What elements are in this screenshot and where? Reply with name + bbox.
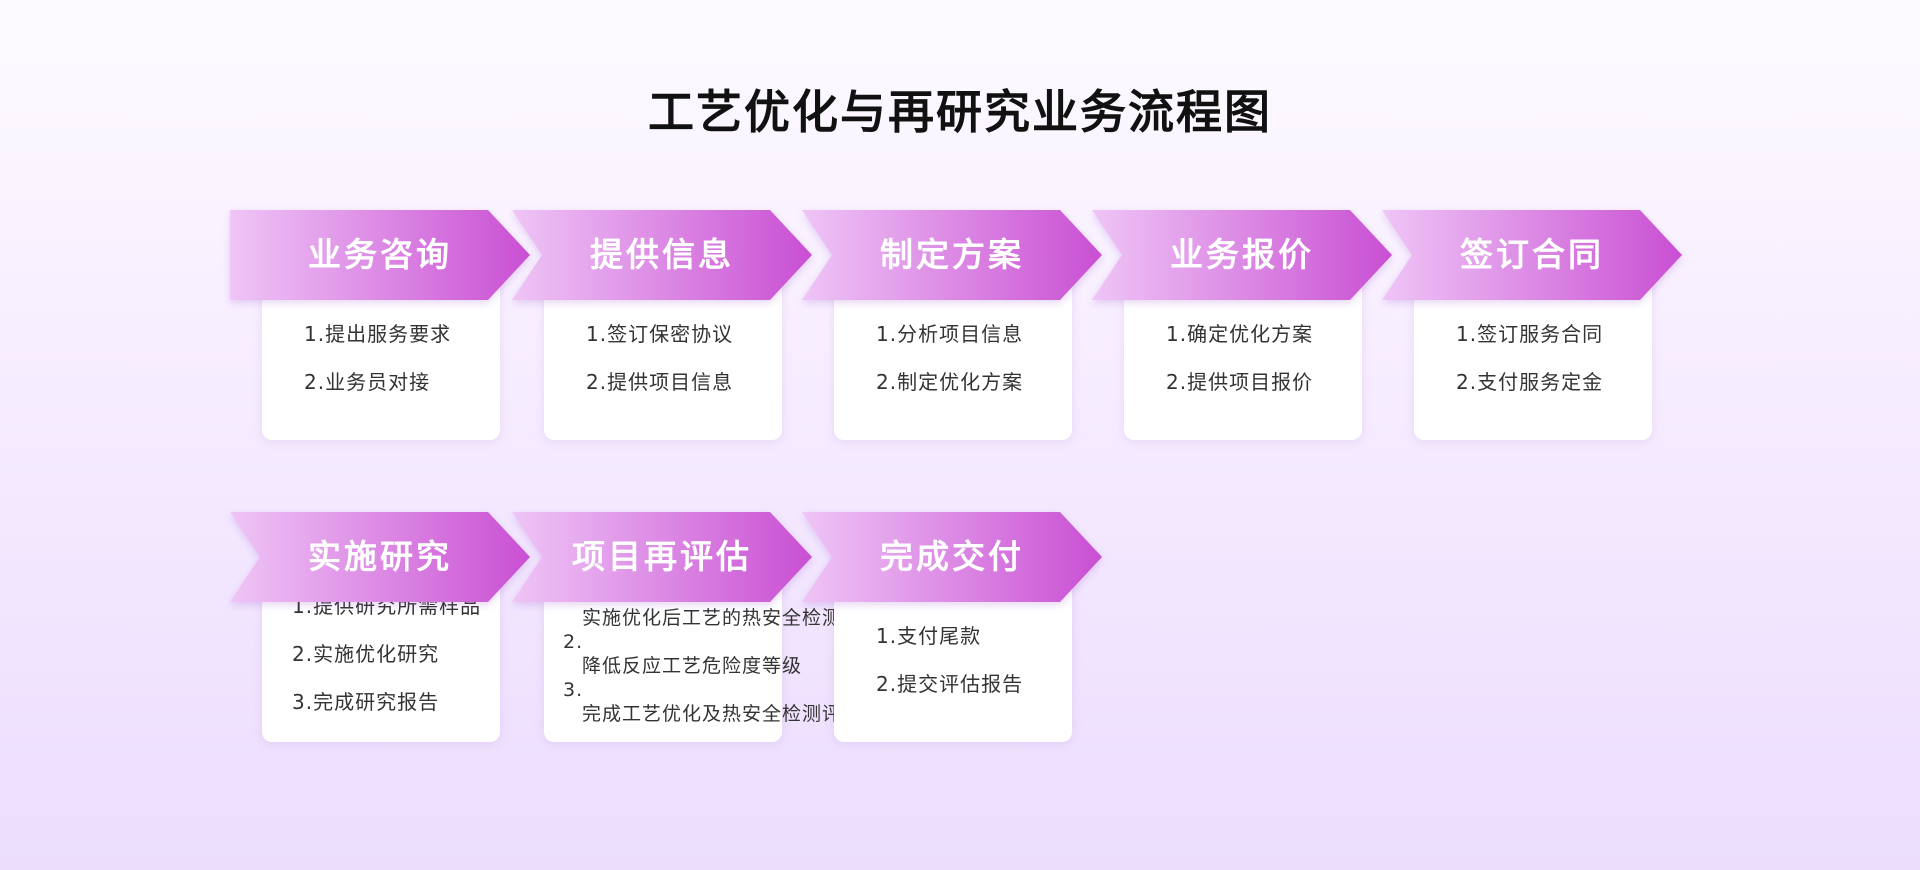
step-item: 1.分析项目信息 <box>876 322 1024 346</box>
step-item: 2.支付服务定金 <box>1456 370 1604 394</box>
step-label: 制定方案 <box>880 235 1024 274</box>
step-item: 3.完成工艺优化及热安全检测评估报告 <box>563 679 903 725</box>
step-banner: 项目再评估 <box>512 512 812 602</box>
step-label: 项目再评估 <box>572 537 752 576</box>
step-item: 2.业务员对接 <box>304 370 431 394</box>
step-item: 2.实施优化研究 <box>292 642 440 666</box>
step-item: 2.提供项目报价 <box>1166 370 1314 394</box>
step-implement-research: 1.提供研究所需样品 2.实施优化研究 3.完成研究报告 实施研究 <box>230 512 530 742</box>
step-provide-info: 1.签订保密协议 2.提供项目信息 提供信息 <box>512 210 812 440</box>
step-project-reassess: 1.实施优化后工艺的热安全检测 2.降低反应工艺危险度等级 3.完成工艺优化及热… <box>512 512 903 742</box>
step-label: 完成交付 <box>880 537 1024 576</box>
step-sign-contract: 1.签订服务合同 2.支付服务定金 签订合同 <box>1382 210 1682 440</box>
step-item: 1.签订保密协议 <box>586 322 734 346</box>
step-make-plan: 1.分析项目信息 2.制定优化方案 制定方案 <box>802 210 1102 440</box>
step-complete-delivery: 1.支付尾款 2.提交评估报告 完成交付 <box>802 512 1102 742</box>
step-banner: 签订合同 <box>1382 210 1682 300</box>
step-item: 2.降低反应工艺危险度等级 <box>563 631 803 677</box>
step-label: 业务咨询 <box>308 235 452 274</box>
step-item: 1.提出服务要求 <box>304 322 452 346</box>
step-item: 2.提交评估报告 <box>876 672 1024 696</box>
step-banner: 业务咨询 <box>230 210 530 300</box>
step-banner: 完成交付 <box>802 512 1102 602</box>
page-title: 工艺优化与再研究业务流程图 <box>648 85 1272 139</box>
step-item: 2.提供项目信息 <box>586 370 734 394</box>
step-banner: 提供信息 <box>512 210 812 300</box>
step-item: 3.完成研究报告 <box>292 690 440 714</box>
step-label: 业务报价 <box>1170 235 1314 274</box>
step-item: 1.确定优化方案 <box>1166 322 1314 346</box>
step-label: 签订合同 <box>1460 235 1604 274</box>
step-item: 1.支付尾款 <box>876 624 982 648</box>
step-item: 1.签订服务合同 <box>1456 322 1604 346</box>
step-business-consult: 1.提出服务要求 2.业务员对接 业务咨询 <box>230 210 530 440</box>
step-banner: 业务报价 <box>1092 210 1392 300</box>
step-label: 实施研究 <box>308 537 452 576</box>
step-business-quote: 1.确定优化方案 2.提供项目报价 业务报价 <box>1092 210 1392 440</box>
step-label: 提供信息 <box>590 235 734 274</box>
step-banner: 实施研究 <box>230 512 530 602</box>
step-banner: 制定方案 <box>802 210 1102 300</box>
step-item: 2.制定优化方案 <box>876 370 1024 394</box>
